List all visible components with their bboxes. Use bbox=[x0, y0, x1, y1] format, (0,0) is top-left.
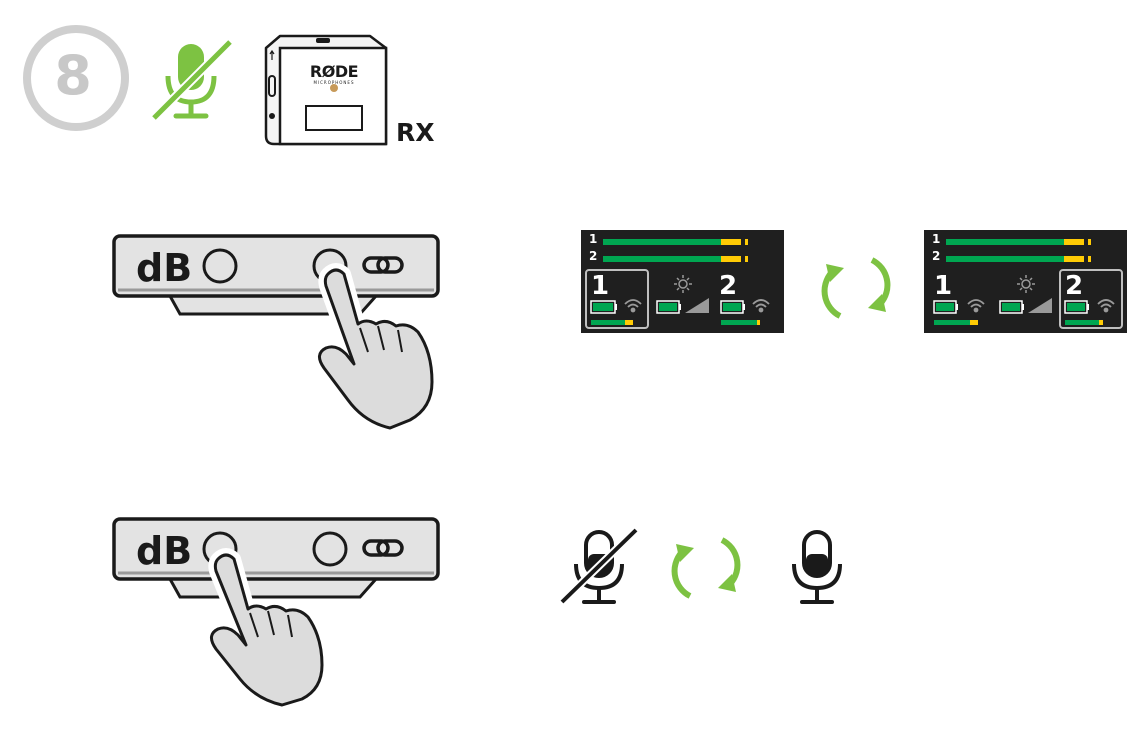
channel-2-number: 2 bbox=[719, 271, 738, 301]
brightness-icon bbox=[674, 275, 692, 293]
battery-icon bbox=[933, 300, 958, 314]
battery-icon bbox=[590, 300, 617, 314]
button-bar-bottom: dB bbox=[110, 515, 446, 715]
brightness-icon bbox=[1017, 275, 1035, 293]
step-badge: 8 bbox=[20, 22, 132, 134]
link-icon bbox=[362, 256, 404, 274]
microphone-icon bbox=[792, 530, 842, 604]
battery-icon bbox=[999, 300, 1024, 314]
wifi-signal-icon bbox=[967, 299, 985, 313]
lcd-screen-channel-2-selected: 1 2 1 2 bbox=[924, 230, 1127, 333]
refresh-cycle-icon bbox=[821, 257, 891, 319]
refresh-cycle-icon bbox=[671, 537, 741, 599]
pointing-hand-icon bbox=[312, 263, 439, 435]
microphone-muted-icon bbox=[150, 38, 234, 122]
battery-icon bbox=[1064, 300, 1089, 314]
numbered-circle-icon bbox=[23, 25, 129, 131]
wifi-signal-icon bbox=[624, 299, 642, 313]
step-number: 8 bbox=[54, 44, 92, 107]
button-bar-top: dB bbox=[110, 232, 446, 435]
battery-icon bbox=[656, 300, 681, 314]
meter-label-1: 1 bbox=[932, 232, 941, 246]
cycle-arrows-bottom bbox=[666, 530, 746, 606]
link-icon bbox=[362, 539, 404, 557]
db-label: dB bbox=[136, 246, 193, 290]
receiver-brand: RØDE bbox=[309, 62, 359, 81]
receiver-label: RX bbox=[396, 118, 435, 147]
receiver-device: RØDE MICROPHONES bbox=[262, 32, 392, 150]
channel-1-number: 1 bbox=[934, 271, 953, 301]
db-label: dB bbox=[136, 529, 193, 573]
cycle-arrows-top bbox=[816, 250, 896, 326]
receiver-device-icon bbox=[264, 34, 388, 146]
meter-label-1: 1 bbox=[589, 232, 598, 246]
battery-icon bbox=[720, 300, 745, 314]
channel-2-number: 2 bbox=[1065, 271, 1084, 301]
level-ramp-icon bbox=[1028, 298, 1052, 313]
receiver-brand-sub: MICROPHONES bbox=[313, 80, 355, 85]
wifi-signal-icon bbox=[1097, 299, 1115, 313]
mic-active bbox=[782, 528, 852, 608]
wifi-signal-icon bbox=[752, 299, 770, 313]
meter-label-2: 2 bbox=[589, 249, 598, 263]
level-ramp-icon bbox=[685, 298, 709, 313]
microphone-muted-icon bbox=[559, 527, 639, 605]
channel-1-number: 1 bbox=[591, 271, 610, 301]
meter-label-2: 2 bbox=[932, 249, 941, 263]
lcd-screen-channel-1-selected: 1 2 1 2 bbox=[581, 230, 784, 333]
pointing-hand-icon bbox=[204, 548, 329, 712]
mic-muted-green bbox=[150, 38, 234, 122]
mic-muted-black bbox=[559, 527, 640, 608]
